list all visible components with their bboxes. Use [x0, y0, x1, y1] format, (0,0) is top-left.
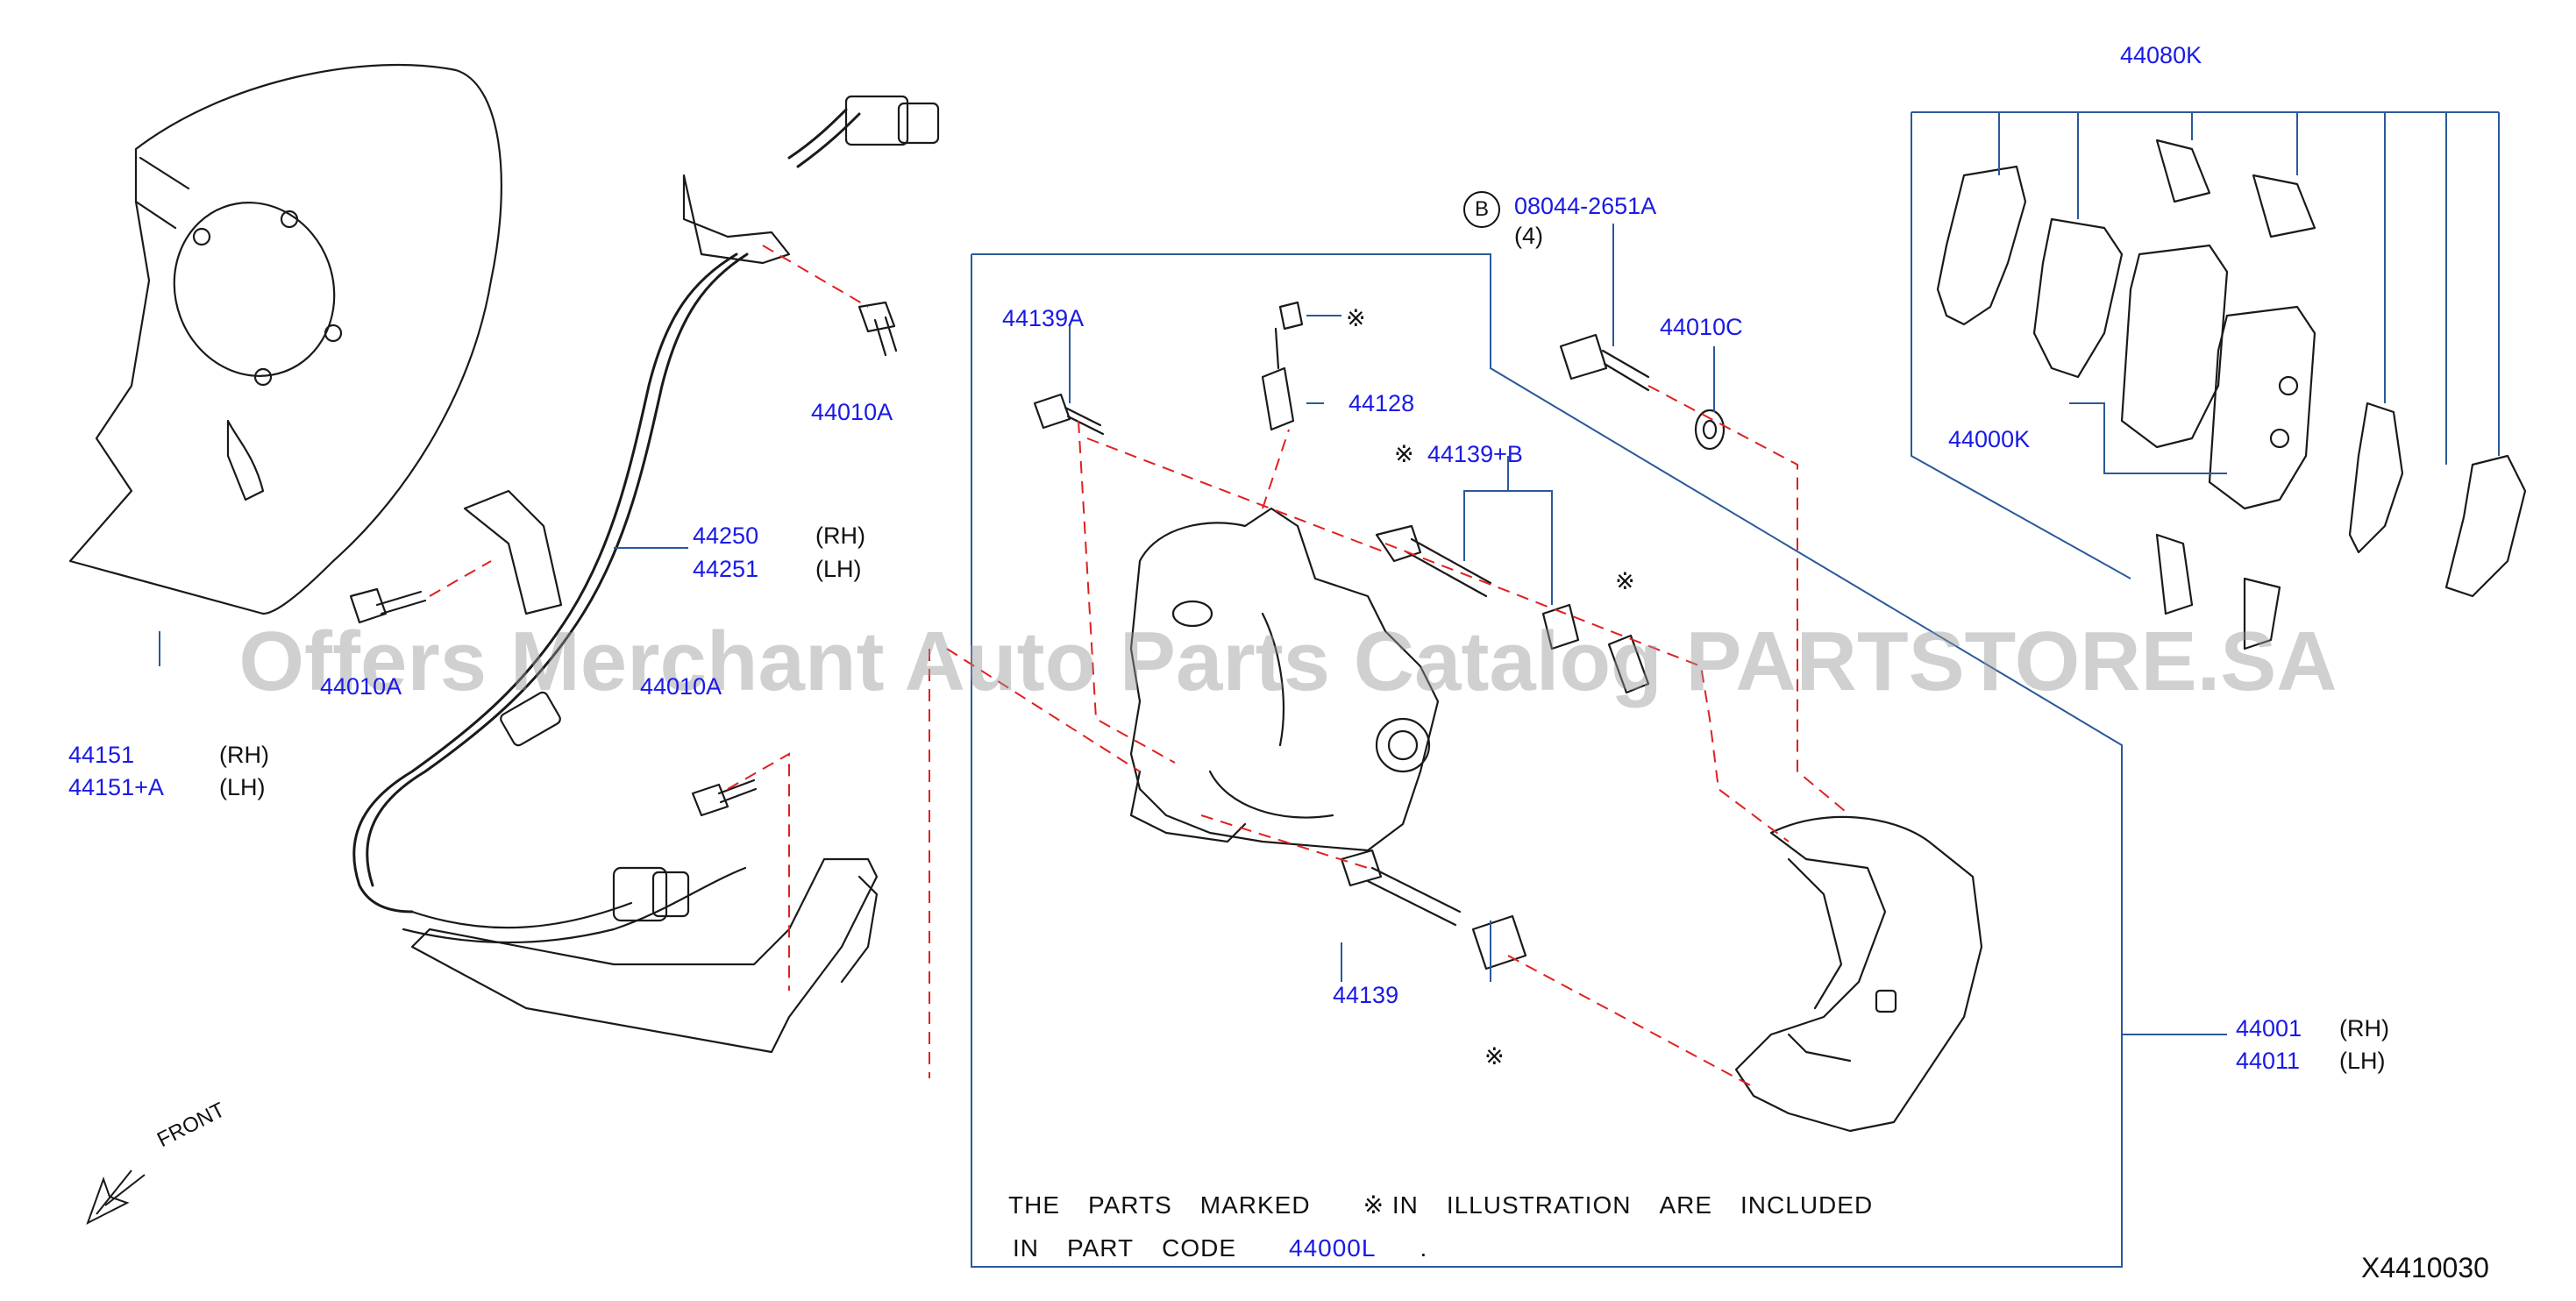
note-word: MARKED [1199, 1191, 1311, 1219]
part-44010a-left[interactable]: 44010A [320, 673, 402, 700]
note-word: PARTS [1088, 1191, 1172, 1219]
assembly-lines [429, 245, 1851, 1088]
note-word: PART [1067, 1234, 1135, 1262]
part-44151-side: (RH) [219, 742, 269, 768]
included-mark-bottom: ※ [1484, 1043, 1505, 1070]
part-08044-quantity: (4) [1514, 223, 1543, 249]
dust-shield [68, 63, 502, 615]
bolt-callout-b: B [1463, 191, 1500, 228]
note-word: ※ IN [1363, 1191, 1419, 1219]
part-44151a[interactable]: 44151+A [68, 774, 164, 800]
included-mark-44139b: ※ [1394, 441, 1414, 467]
caliper-bracket [1734, 815, 1983, 1133]
diagram-code: X4410030 [2361, 1252, 2489, 1283]
note-period: . [1420, 1234, 1428, 1262]
part-44000k[interactable]: 44000K [1948, 426, 2031, 452]
part-44010c[interactable]: 44010C [1660, 314, 1743, 340]
part-44000l[interactable]: 44000L [1289, 1234, 1377, 1262]
part-44128[interactable]: 44128 [1348, 390, 1415, 416]
part-44251-side: (LH) [815, 556, 862, 582]
part-44001-side: (RH) [2339, 1015, 2389, 1042]
part-44151[interactable]: 44151 [68, 742, 135, 768]
leader-lines [159, 111, 2500, 1268]
note-line-2: IN PART CODE 44000L. [1013, 1234, 1427, 1262]
part-44251[interactable]: 44251 [693, 556, 759, 582]
note-word: THE [1008, 1191, 1060, 1219]
note-word: ARE [1659, 1191, 1713, 1219]
abs-sensor-harness [352, 95, 940, 1054]
bleeder-valve [1261, 301, 1304, 431]
note-line-1: THE PARTS MARKED ※ IN ILLUSTRATION ARE INCLUDE… [1008, 1191, 1901, 1219]
note-word: CODE [1162, 1234, 1236, 1262]
part-44011-side: (LH) [2339, 1048, 2386, 1074]
note-word: ILLUSTRATION [1446, 1191, 1632, 1219]
part-44010a-mid[interactable]: 44010A [640, 673, 722, 700]
brake-pads [1936, 139, 2527, 650]
part-44250-side: (RH) [815, 523, 865, 549]
part-44151a-side: (LH) [219, 774, 266, 800]
part-44080k[interactable]: 44080K [2120, 42, 2202, 68]
part-44011[interactable]: 44011 [2236, 1048, 2301, 1074]
part-44139b[interactable]: 44139+B [1427, 441, 1523, 467]
part-08044-2651a[interactable]: 08044-2651A [1514, 193, 1657, 219]
bolts [349, 301, 1726, 817]
caliper-body [1129, 507, 1440, 852]
part-44001[interactable]: 44001 [2236, 1015, 2302, 1042]
part-44010a[interactable]: 44010A [811, 399, 893, 425]
part-44139[interactable]: 44139 [1333, 982, 1399, 1008]
part-44250[interactable]: 44250 [693, 523, 759, 549]
part-44139a[interactable]: 44139A [1002, 305, 1085, 331]
note-word: INCLUDED [1740, 1191, 1874, 1219]
note-word: IN [1013, 1234, 1039, 1262]
included-mark-boot: ※ [1615, 568, 1635, 594]
included-mark-44128: ※ [1346, 305, 1366, 331]
front-arrow-icon [86, 1169, 146, 1226]
guide-pins [1340, 524, 1650, 970]
